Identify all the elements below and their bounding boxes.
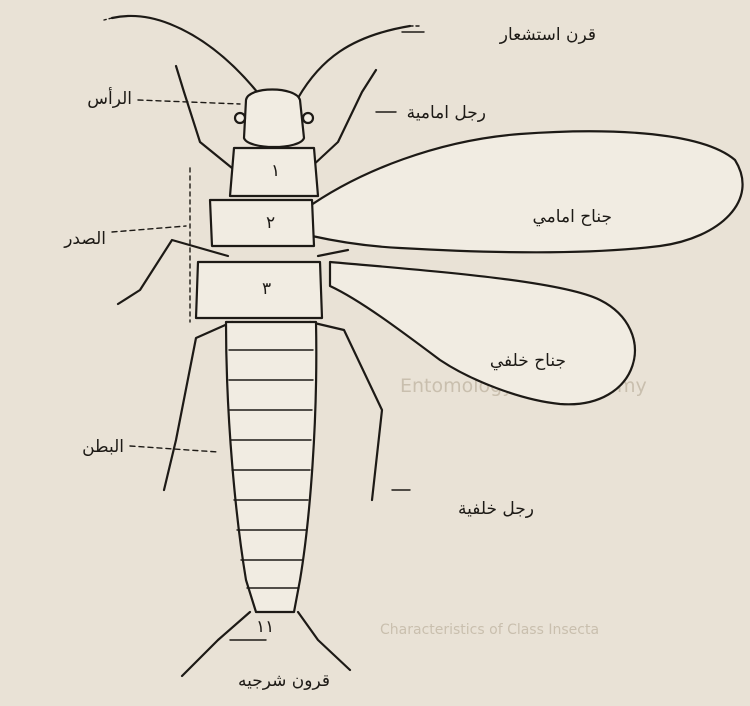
label-head: الرأس (87, 87, 132, 109)
bg-text-line2: Characteristics of Class Insecta (380, 622, 599, 638)
segment-number-11: ١١ (256, 617, 274, 637)
segment-number-3: ٣ (262, 279, 271, 299)
label-abdomen: البطن (82, 437, 124, 457)
right-eye (303, 113, 313, 123)
segment-number-2: ٢ (266, 213, 275, 233)
label-antenna: قرن استشعار (499, 25, 596, 45)
label-cerci: قرون شرجيه (238, 671, 330, 691)
label-hindleg: رجل خلفية (458, 499, 534, 519)
segment-number-1: ١ (271, 161, 280, 181)
mesothorax (210, 200, 314, 246)
left-eye (235, 113, 245, 123)
label-forewing: جناح امامي (533, 207, 612, 227)
label-foreleg: رجل امامية (407, 103, 486, 123)
metathorax (196, 262, 322, 318)
label-hindwing: جناح خلفي (490, 351, 566, 371)
head-shape (244, 90, 304, 148)
label-thorax: الصدر (63, 229, 106, 249)
